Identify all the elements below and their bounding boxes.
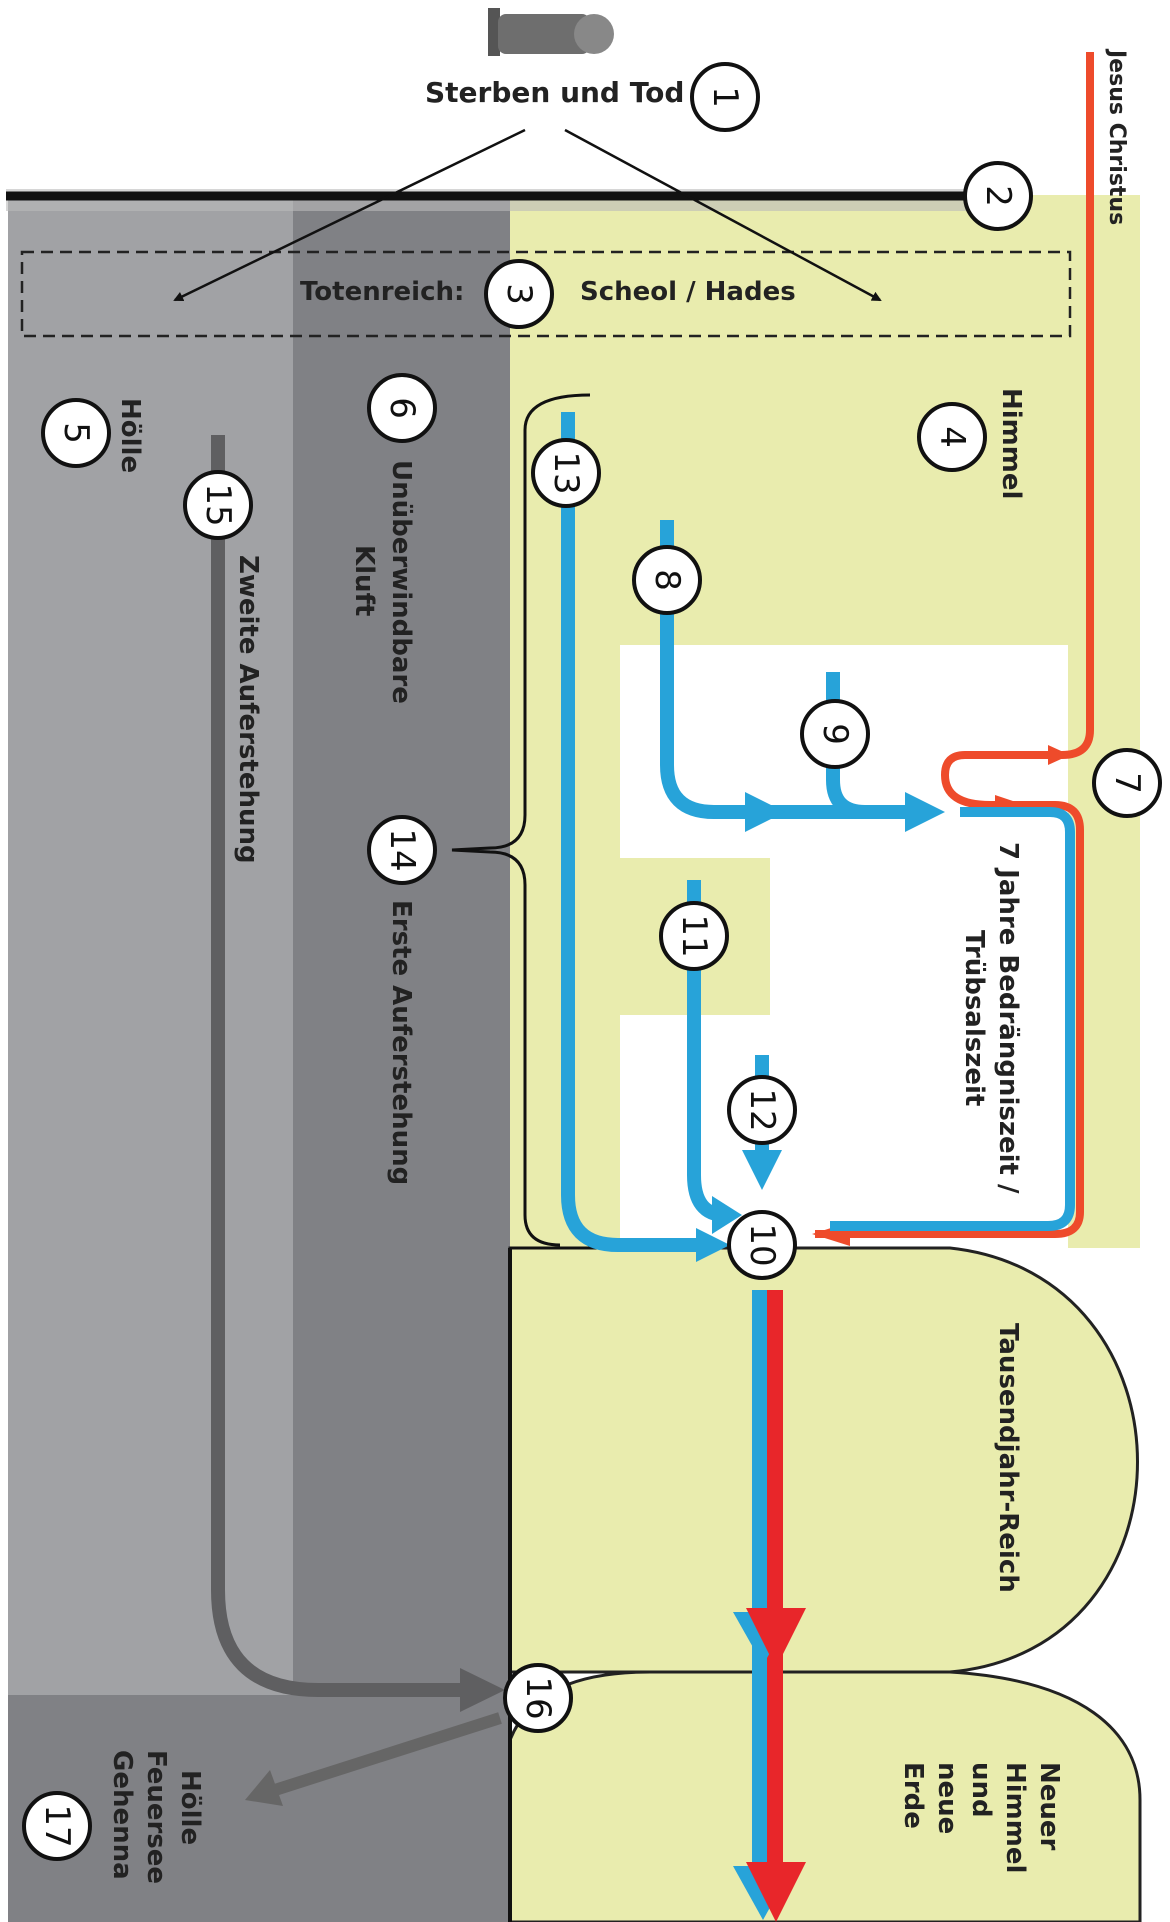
- svg-text:1: 1: [705, 86, 745, 108]
- pfeil-10-rot-ende: [746, 1862, 806, 1922]
- pfeil-8: [745, 792, 785, 832]
- label-himmel: Himmel: [996, 388, 1026, 499]
- label-erste-auferstehung: Erste Auferstehung: [386, 900, 416, 1185]
- kluft-region: [293, 195, 510, 1695]
- svg-text:9: 9: [815, 723, 855, 745]
- svg-text:3: 3: [499, 283, 539, 305]
- pfeil-13: [696, 1228, 730, 1262]
- marker-10: 10: [727, 1210, 797, 1280]
- svg-text:16: 16: [518, 1676, 558, 1719]
- svg-text:13: 13: [546, 451, 586, 494]
- svg-text:15: 15: [198, 483, 238, 526]
- label-und: und: [966, 1762, 996, 1818]
- marker-1: 1: [690, 62, 760, 132]
- titel-sterben-und-tod: Sterben und Tod: [425, 76, 684, 109]
- marker-14: 14: [367, 815, 437, 885]
- jesus-pfeil-7: [1048, 745, 1070, 765]
- label-neue: neue: [932, 1762, 962, 1834]
- pfeil-tod-hoelle: [173, 128, 526, 302]
- marker-9: 9: [800, 699, 870, 769]
- pfeil-15: [460, 1668, 505, 1712]
- pfad-8: [660, 520, 930, 819]
- marker-2: 2: [963, 161, 1033, 231]
- pfad-16-17: [273, 1712, 502, 1796]
- svg-text:11: 11: [674, 914, 714, 957]
- svg-text:2: 2: [978, 185, 1018, 207]
- marker-6: 6: [367, 373, 437, 443]
- label-kluft-2: Kluft: [349, 545, 379, 616]
- marker-5: 5: [41, 398, 111, 468]
- pfad-15: [211, 435, 480, 1697]
- svg-text:10: 10: [742, 1223, 782, 1266]
- label-totenreich: Totenreich:: [300, 277, 464, 307]
- marker-12: 12: [727, 1075, 797, 1145]
- pfad-7: [830, 807, 1075, 1231]
- label-zweite-auferstehung: Zweite Auferstehung: [233, 555, 263, 864]
- klammer-erste-auferstehung: [451, 393, 591, 1247]
- label-hoelle-feuersee-3: Gehenna: [107, 1750, 137, 1880]
- svg-text:7: 7: [1107, 772, 1147, 794]
- svg-text:14: 14: [382, 828, 422, 871]
- marker-15: 15: [183, 470, 253, 540]
- pfeil-17: [245, 1770, 283, 1806]
- marker-3: 3: [484, 259, 554, 329]
- label-jesus-christus: Jesus Christus: [1104, 48, 1129, 225]
- svg-text:5: 5: [56, 422, 96, 444]
- svg-text:12: 12: [742, 1088, 782, 1131]
- label-hoelle-feuersee-2: Feuersee: [141, 1750, 171, 1884]
- pfeil-tod-himmel: [564, 128, 882, 302]
- svg-text:4: 4: [932, 426, 972, 448]
- label-hoelle-feuersee-1: Hölle: [175, 1770, 205, 1845]
- label-tausendjahr-reich: Tausendjahr-Reich: [993, 1323, 1023, 1593]
- label-neuer: Neuer: [1034, 1762, 1064, 1851]
- svg-text:17: 17: [37, 1804, 77, 1847]
- marker-8: 8: [632, 545, 702, 615]
- pfeil-11: [712, 1196, 742, 1234]
- tausendjahr-reich-region: [508, 1246, 1139, 1674]
- pfad-9: [826, 672, 866, 819]
- pfeil-12: [742, 1150, 782, 1190]
- marker-4: 4: [917, 402, 987, 472]
- pfeil-8b: [905, 792, 945, 832]
- marker-13: 13: [531, 438, 601, 508]
- svg-text:8: 8: [647, 569, 687, 591]
- label-himmel-neu: Himmel: [1000, 1762, 1030, 1873]
- label-erde: Erde: [898, 1762, 928, 1829]
- label-truebsal-2: Trübsalszeit: [959, 930, 989, 1106]
- svg-text:6: 6: [382, 397, 422, 419]
- label-truebsal-1: 7 Jahre Bedrängniszeit /: [993, 842, 1023, 1194]
- marker-17: 17: [22, 1791, 92, 1861]
- label-scheol-hades: Scheol / Hades: [580, 277, 796, 307]
- marker-11: 11: [659, 901, 729, 971]
- marker-16: 16: [503, 1663, 573, 1733]
- person-icon: [488, 8, 614, 56]
- label-kluft-1: Unüberwindbare: [386, 460, 416, 704]
- feuersee-region: [8, 1695, 510, 1922]
- pfad-13: [561, 412, 710, 1252]
- totenreich-box: [20, 250, 1072, 338]
- label-hoelle: Hölle: [115, 398, 145, 473]
- marker-7: 7: [1092, 748, 1162, 818]
- pfeil-10-rot-mitte: [746, 1608, 806, 1668]
